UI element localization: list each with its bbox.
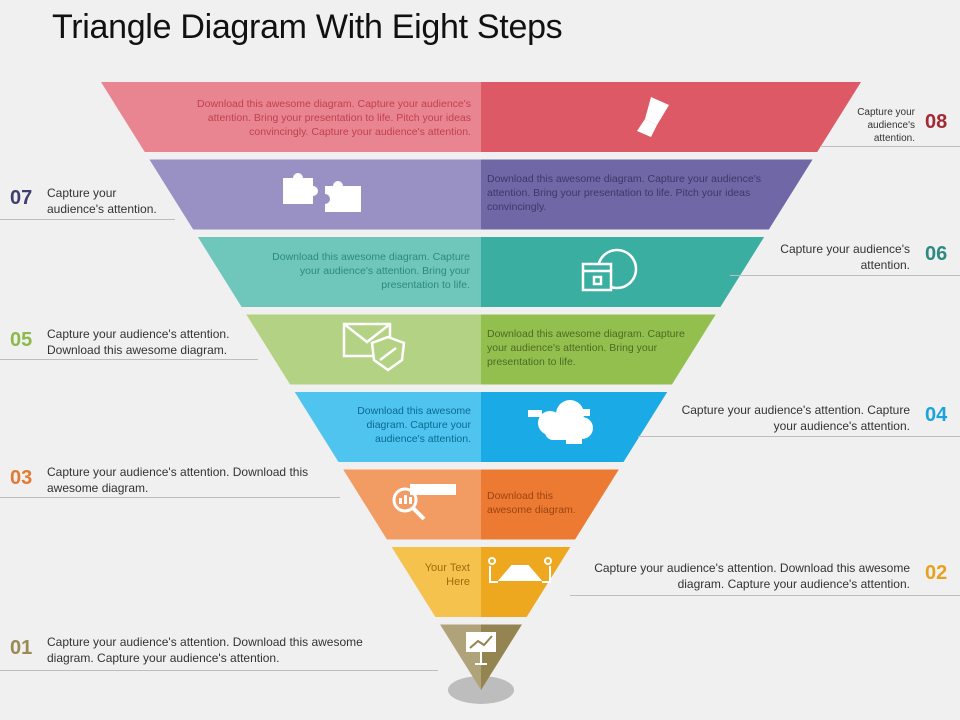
step-06-band-left (197, 237, 481, 307)
step-07-band-text: Download this awesome diagram. Capture y… (487, 173, 761, 213)
step-05-number: 05 (10, 329, 33, 351)
step-08-band-left (101, 82, 481, 152)
calendar-clock-icon (581, 248, 638, 292)
step-02-rule (570, 595, 960, 596)
step-08-rule (820, 146, 960, 147)
step-01-rule (0, 670, 438, 671)
step-03-band-text: Download this awesome diagram. (487, 490, 576, 516)
step-08-callout: Capture your audience's attention. (857, 107, 915, 144)
step-04-rule (638, 436, 960, 437)
step-03-rule (0, 497, 340, 498)
step-04-callout: Capture your audience's attention. Captu… (681, 403, 910, 433)
step-03-number: 03 (10, 467, 33, 489)
step-02-callout: Capture your audience's attention. Downl… (594, 561, 910, 591)
step-02-number: 02 (925, 562, 948, 584)
step-03-band-right (481, 469, 619, 540)
step-06-callout: Capture your audience's attention. (780, 242, 910, 272)
step-07-callout: Capture your audience's attention. (47, 186, 157, 216)
step-04-band-left (294, 392, 481, 462)
meeting-table-icon (488, 557, 552, 583)
step-06-band-text: Download this awesome diagram. Capture y… (272, 251, 470, 291)
step-05-band-left (246, 314, 481, 385)
step-07-band-right (481, 159, 813, 230)
step-05-band-text: Download this awesome diagram. Capture y… (487, 328, 685, 368)
step-03-callout: Capture your audience's attention. Downl… (47, 465, 309, 495)
step-06-rule (730, 275, 960, 276)
puzzle-icon (283, 173, 361, 212)
step-04-band-text: Download this awesome diagram. Capture y… (357, 405, 471, 445)
step-08-band-text: Download this awesome diagram. Capture y… (197, 98, 471, 138)
step-08-number: 08 (925, 111, 948, 133)
step-01-callout: Capture your audience's attention. Downl… (47, 635, 363, 665)
analysis-icon (392, 484, 456, 521)
step-02-band-left (391, 547, 481, 617)
step-07-number: 07 (10, 187, 33, 209)
step-06-band-right (481, 237, 765, 307)
step-06-number: 06 (925, 243, 948, 265)
presentation-board-icon (466, 632, 496, 665)
step-04-number: 04 (925, 404, 948, 426)
cloud-icon (528, 400, 593, 444)
flashlight-icon (637, 97, 669, 137)
step-05-band-right (481, 314, 716, 385)
step-01-number: 01 (10, 637, 33, 659)
step-08-band-right (481, 82, 861, 152)
mail-shield-icon (342, 322, 406, 372)
page-title: Triangle Diagram With Eight Steps (52, 8, 563, 46)
step-05-rule (0, 359, 258, 360)
step-05-callout: Capture your audience's attention. Downl… (47, 327, 230, 357)
step-02-band-text: Your Text Here (424, 562, 470, 588)
step-03-band-left (343, 469, 481, 540)
step-07-rule (0, 219, 175, 220)
